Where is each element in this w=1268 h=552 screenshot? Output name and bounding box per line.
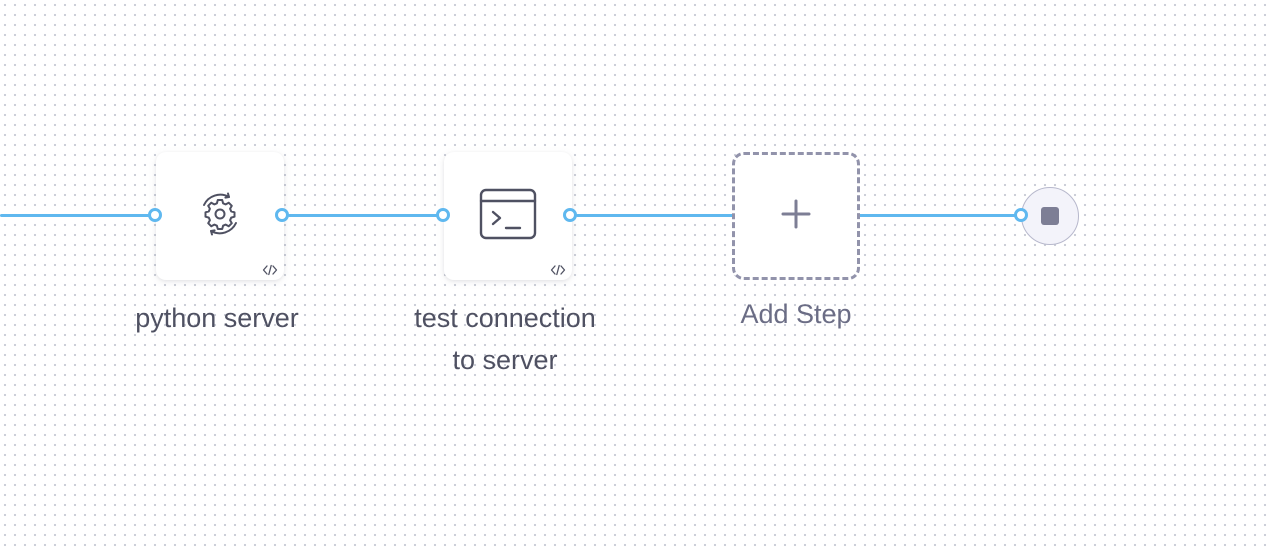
plus-icon (780, 198, 812, 235)
stop-icon (1041, 207, 1059, 225)
port-end-in[interactable] (1014, 208, 1028, 222)
step-label-line-2: to server (452, 345, 558, 375)
step-label-line-1: test connection (414, 303, 596, 333)
add-step-label[interactable]: Add Step (740, 299, 852, 329)
step-label-test-connection: test connection to server (375, 297, 635, 381)
step-python-server[interactable] (156, 152, 284, 280)
port-test-connection-in[interactable] (436, 208, 450, 222)
port-python-server-out[interactable] (275, 208, 289, 222)
edge-python-server-to-test-connection (288, 214, 438, 217)
step-label-python-server: python server (135, 303, 299, 333)
add-step-button[interactable] (732, 152, 860, 280)
code-icon[interactable] (262, 263, 278, 276)
pipeline-end-node (1021, 187, 1079, 245)
gear-sync-icon (195, 189, 245, 244)
step-test-connection[interactable] (444, 152, 572, 280)
edge-test-connection-to-add-step (576, 214, 734, 217)
code-icon[interactable] (550, 263, 566, 276)
terminal-icon (479, 188, 537, 245)
edge-start-to-python-server (0, 214, 150, 217)
port-test-connection-out[interactable] (563, 208, 577, 222)
edge-add-step-to-end (858, 214, 1016, 217)
port-python-server-in[interactable] (148, 208, 162, 222)
